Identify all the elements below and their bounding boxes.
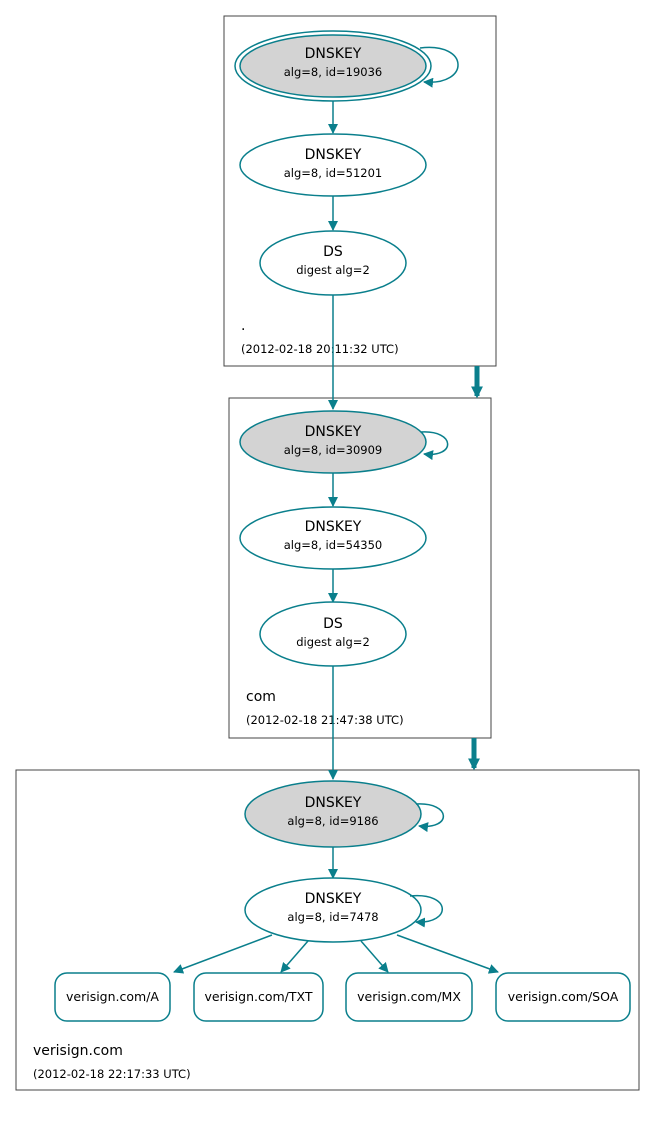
zsk-to-record-soa-edge xyxy=(396,934,499,974)
record-txt-node[interactable]: verisign.com/TXT xyxy=(193,972,324,1022)
com-ksk-self-loop xyxy=(420,431,449,461)
verisign-zsk-node[interactable]: DNSKEY alg=8, id=7478 xyxy=(244,877,422,943)
com-ksk-title: DNSKEY xyxy=(305,424,362,440)
verisign-zsk-self-loop xyxy=(409,894,443,928)
zone-verisign-timestamp: (2012-02-18 22:17:33 UTC) xyxy=(33,1067,191,1081)
zone-root-timestamp: (2012-02-18 20:11:32 UTC) xyxy=(241,342,399,356)
record-soa-label: verisign.com/SOA xyxy=(508,989,619,1004)
record-txt-label: verisign.com/TXT xyxy=(204,989,312,1004)
root-zsk-detail: alg=8, id=51201 xyxy=(284,166,383,180)
root-ds-detail: digest alg=2 xyxy=(296,263,370,277)
zone-root-name: . xyxy=(241,318,245,334)
verisign-ksk-detail: alg=8, id=9186 xyxy=(287,814,378,828)
root-ksk-detail: alg=8, id=19036 xyxy=(284,65,383,79)
verisign-ksk-title: DNSKEY xyxy=(305,795,362,811)
com-ksk-node[interactable]: DNSKEY alg=8, id=30909 xyxy=(239,410,427,474)
root-ds-node[interactable]: DS digest alg=2 xyxy=(259,230,407,296)
zone-verisign: DNSKEY alg=8, id=9186 DNSKEY alg=8, id=7… xyxy=(15,769,640,1091)
zone-com-timestamp: (2012-02-18 21:47:38 UTC) xyxy=(246,713,404,727)
record-mx-label: verisign.com/MX xyxy=(357,989,461,1004)
root-zsk-node[interactable]: DNSKEY alg=8, id=51201 xyxy=(239,133,427,197)
com-ds-detail: digest alg=2 xyxy=(296,635,370,649)
com-ds-node[interactable]: DS digest alg=2 xyxy=(259,601,407,667)
verisign-zsk-detail: alg=8, id=7478 xyxy=(287,910,378,924)
record-a-node[interactable]: verisign.com/A xyxy=(54,972,171,1022)
root-ksk-title: DNSKEY xyxy=(305,46,362,62)
com-ksk-detail: alg=8, id=30909 xyxy=(284,443,383,457)
root-ds-title: DS xyxy=(323,244,343,260)
zsk-to-record-txt-edge xyxy=(280,940,309,973)
zsk-to-record-mx-edge xyxy=(360,940,389,973)
zone-com: DNSKEY alg=8, id=30909 DNSKEY alg=8, id=… xyxy=(228,397,492,739)
zsk-to-record-a-edge xyxy=(173,934,273,974)
zone-com-name: com xyxy=(246,689,276,705)
zone-root: DNSKEY alg=8, id=19036 DNSKEY alg=8, id=… xyxy=(223,15,497,367)
record-soa-node[interactable]: verisign.com/SOA xyxy=(495,972,631,1022)
verisign-ksk-node[interactable]: DNSKEY alg=8, id=9186 xyxy=(244,780,422,848)
root-ksk-node[interactable]: DNSKEY alg=8, id=19036 xyxy=(234,30,432,102)
record-a-label: verisign.com/A xyxy=(66,989,159,1004)
verisign-zsk-title: DNSKEY xyxy=(305,891,362,907)
root-ksk-self-loop xyxy=(419,46,459,88)
com-zsk-detail: alg=8, id=54350 xyxy=(284,538,383,552)
record-mx-node[interactable]: verisign.com/MX xyxy=(345,972,473,1022)
zone-verisign-name: verisign.com xyxy=(33,1043,123,1059)
verisign-ksk-self-loop xyxy=(415,803,445,833)
com-zsk-title: DNSKEY xyxy=(305,519,362,535)
com-ds-title: DS xyxy=(323,616,343,632)
root-zsk-title: DNSKEY xyxy=(305,147,362,163)
com-zsk-node[interactable]: DNSKEY alg=8, id=54350 xyxy=(239,506,427,570)
